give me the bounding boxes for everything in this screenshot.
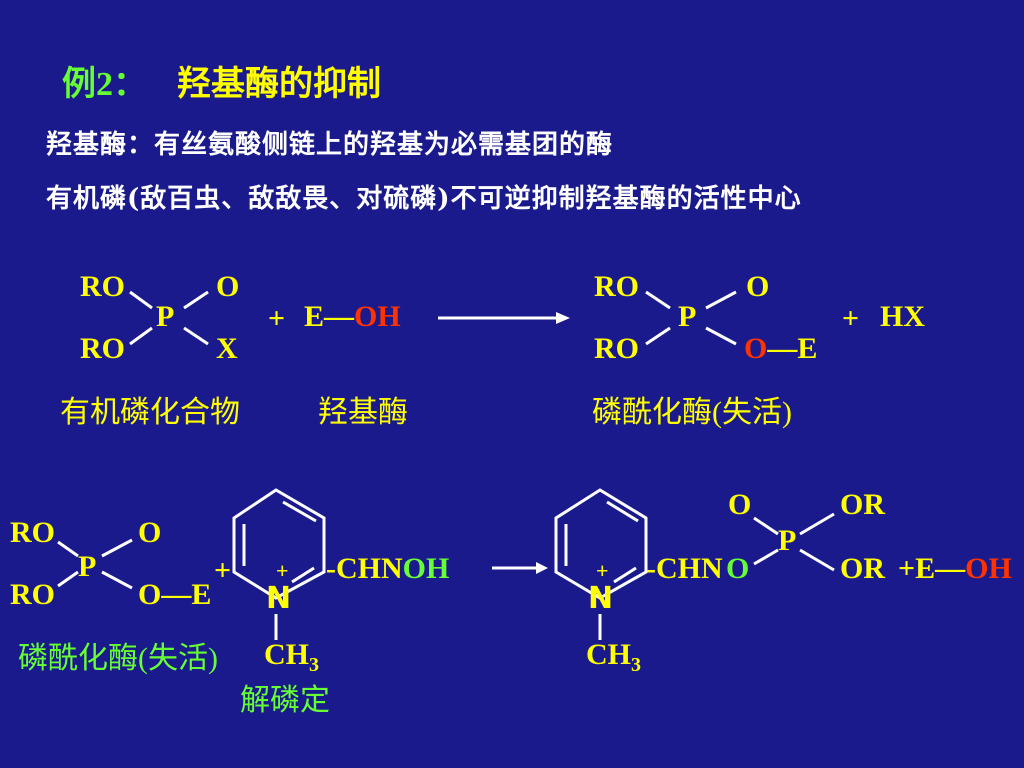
- r2-phosphate-o-top: O: [728, 488, 752, 521]
- r2-product-chno: -CHN: [646, 554, 723, 584]
- r2-product-n: N: [588, 581, 614, 616]
- r2-product-ch3-sub: 3: [631, 654, 641, 676]
- r2-pyridinium-chnoh: -CHNOH: [326, 554, 449, 584]
- r2-pyridinium-ch3: CH3: [264, 638, 319, 676]
- caption-phosphorylated-enzyme: 磷酰化酶(失活): [592, 396, 792, 429]
- r1-product-dash: —: [767, 332, 798, 365]
- r2-phosphate-or-top: OR: [840, 488, 885, 521]
- r2-pyridinium-n: N: [266, 581, 292, 616]
- r1-enzyme-e: E: [304, 300, 325, 333]
- r2-product-ch3: CH3: [586, 638, 641, 676]
- r1-product-o: O: [744, 332, 768, 365]
- r2-oh: OH: [402, 552, 450, 585]
- r1-product-o-top: O: [746, 270, 770, 303]
- r2-reactant-e: E: [191, 578, 212, 611]
- r2-reactant-o: O: [138, 578, 162, 611]
- r2-chn: -CHN: [326, 552, 403, 585]
- inhibition-line: 有机磷(敌百虫、敌敌畏、对硫磷)不可逆抑制羟基酶的活性中心: [46, 184, 802, 214]
- r2-ch3-text: CH: [264, 638, 309, 671]
- r2-plus: +: [214, 554, 232, 587]
- r2-tail-plus: +: [898, 552, 916, 585]
- caption-inactive-enzyme: 磷酰化酶(失活): [18, 642, 218, 675]
- caption-hydroxyl-enzyme: 羟基酶: [318, 396, 408, 429]
- r1-enzyme-oh: OH: [354, 300, 401, 333]
- r2-reactant-o-top: O: [138, 516, 162, 549]
- r2-product-o-linked: O: [726, 552, 750, 585]
- r1-product-ro-bottom: RO: [594, 332, 639, 365]
- caption-pralidoxime: 解磷定: [240, 684, 330, 717]
- r1-reactant-ro-top: RO: [80, 270, 125, 303]
- r2-phosphate-or-bottom: OR: [840, 552, 885, 585]
- r1-reactant-p: P: [156, 300, 175, 333]
- r2-product-chn: -CHN: [646, 552, 723, 585]
- r2-reactant-oe: O—E: [138, 580, 211, 610]
- r2-ch3-sub: 3: [309, 654, 319, 676]
- r1-reactant-ro-bottom: RO: [80, 332, 125, 365]
- r1-reactant-o-top: O: [216, 270, 240, 303]
- r1-plus2: +: [842, 302, 860, 335]
- r2-tail-oh: OH: [965, 552, 1012, 585]
- r2-reactant-dash: —: [161, 578, 192, 611]
- r2-tail-dash: —: [935, 552, 966, 585]
- r1-product-ro-top: RO: [594, 270, 639, 303]
- r1-plus: +: [268, 302, 286, 335]
- r2-reactant-ro-top: RO: [10, 516, 55, 549]
- r2-product-ch3-text: CH: [586, 638, 631, 671]
- r2-phosphate-p: P: [778, 524, 797, 557]
- r1-enzyme: E—OH: [304, 302, 401, 332]
- r1-reactant-x: X: [216, 332, 238, 365]
- definition-line: 羟基酶：有丝氨酸侧链上的羟基为必需基团的酶: [46, 130, 614, 160]
- title-prefix: 例2：: [62, 66, 147, 103]
- r1-byproduct: HX: [880, 300, 925, 333]
- r1-enzyme-dash: —: [324, 300, 355, 333]
- r1-product-p: P: [678, 300, 697, 333]
- slide-title: 例2： 羟基酶的抑制: [62, 68, 381, 102]
- r2-tail-e: E: [915, 552, 936, 585]
- r1-product-e: E: [797, 332, 818, 365]
- title-text: 羟基酶的抑制: [177, 66, 381, 103]
- caption-organophosphate: 有机磷化合物: [60, 396, 240, 429]
- r2-reactant-ro-bottom: RO: [10, 578, 55, 611]
- r2-product-charge: +: [596, 558, 609, 583]
- r2-tail: +E—OH: [898, 554, 1012, 584]
- r2-pyridinium-charge: +: [276, 558, 289, 583]
- r2-reactant-p: P: [78, 550, 97, 583]
- r1-product-oe: O—E: [744, 334, 817, 364]
